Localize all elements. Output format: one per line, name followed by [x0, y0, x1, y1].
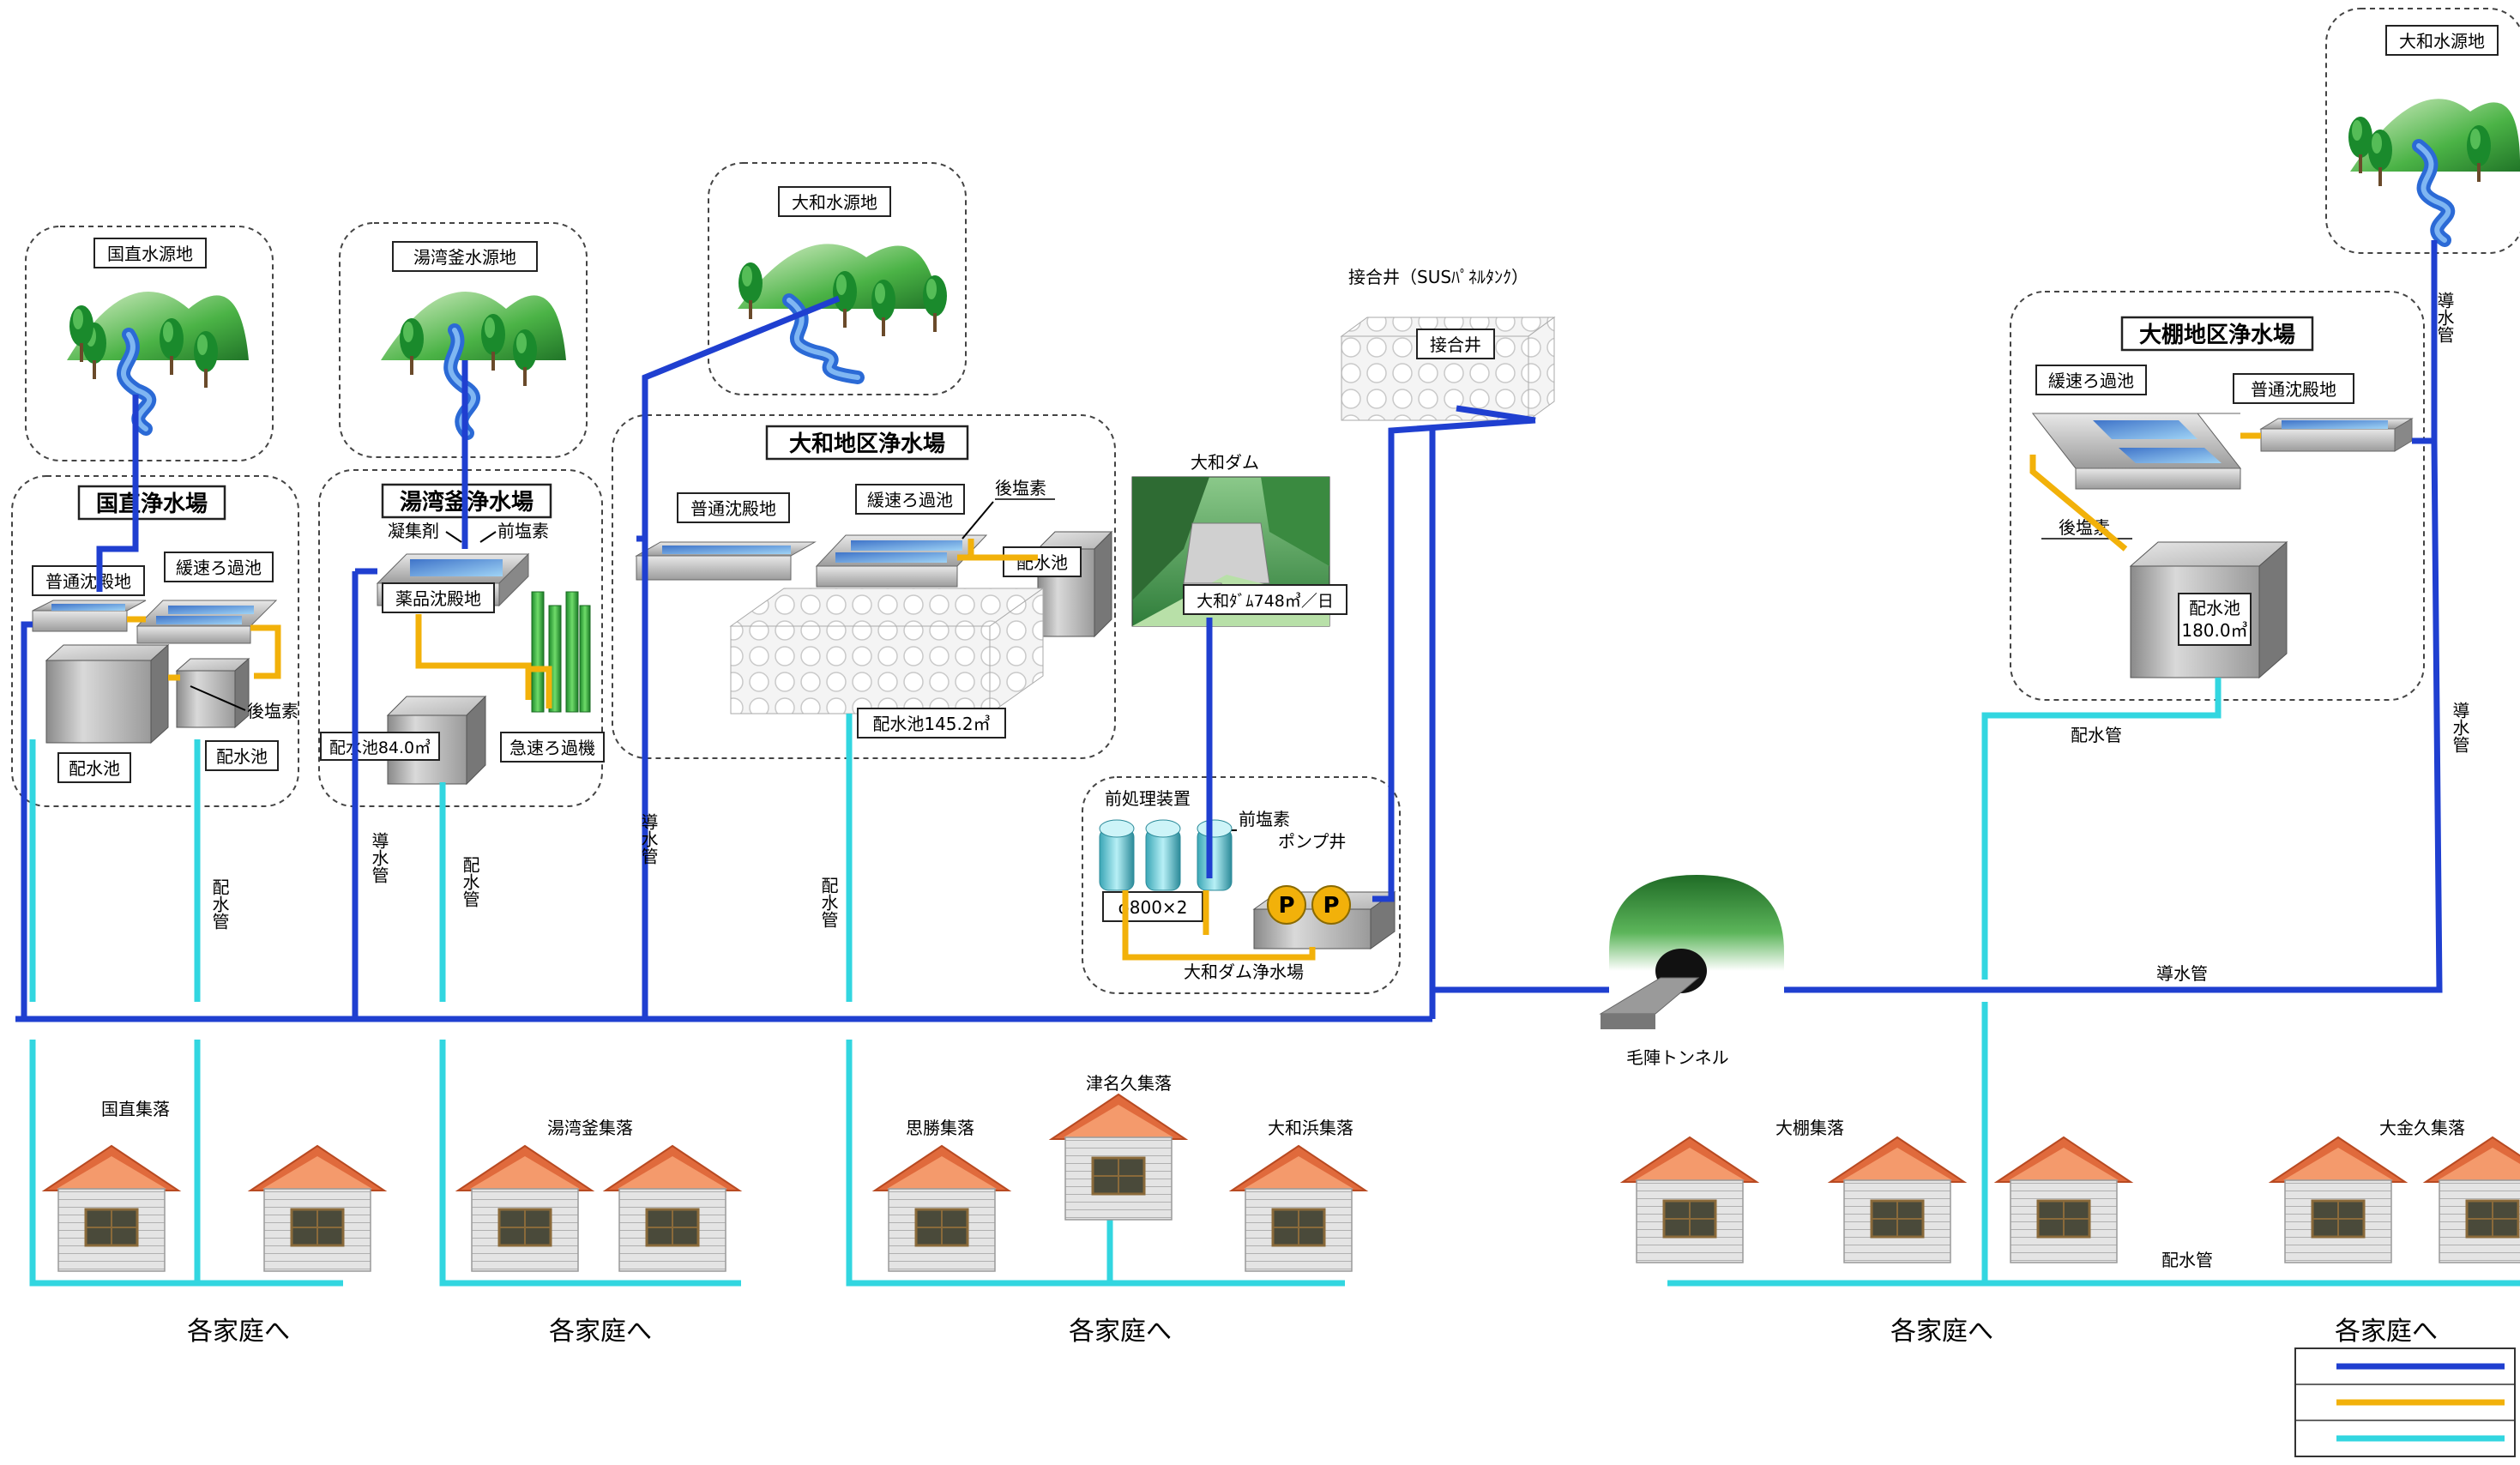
source-yamato-title: 大和水源地	[792, 192, 877, 213]
kunnao-reservoir-a: 配水池	[69, 758, 120, 779]
yamato-sed-basin: 普通沈殿地	[690, 498, 776, 519]
yuwanba-reservoir: 配水池84.0㎥	[329, 739, 431, 757]
plant-ohtana-title: 大棚地区浄水場	[2139, 323, 2295, 348]
yamato-tank-label: 配水池145.2㎥	[872, 714, 990, 734]
source-kunnao: 国直水源地	[25, 226, 274, 461]
kunnao-sed-basin-label: 普通沈殿地	[45, 571, 131, 592]
raw-label-yamato: 導水管	[638, 813, 659, 865]
village-yuwanba: 湯湾釜集落	[547, 1118, 633, 1138]
pipe-labels: 導水管 配水管 配水管 導水管 配水管 導水管 導水管 配水管 導水管 配水管	[209, 292, 2470, 1270]
plant-kunnao: 国直浄水場 普通沈殿地 緩速ろ過池 配水池 配水池 後塩素	[11, 475, 299, 807]
kunnao-slow-filter-label: 緩速ろ過池	[176, 558, 262, 578]
chem-pipes	[127, 432, 2261, 961]
village-ohtana: 大棚集落	[1775, 1118, 1844, 1138]
dist-label-kunnao: 配水管	[209, 878, 230, 930]
joint-well-caption: 接合井（SUSﾊﾟﾈﾙﾀﾝｸ）	[1348, 267, 1528, 287]
yuwanba-rapid-filter: 急速ろ過機	[509, 738, 595, 758]
plant-kunnao-title: 国直浄水場	[96, 491, 208, 517]
joint-well: 接合井（SUSﾊﾟﾈﾙﾀﾝｸ） 接合井	[1340, 267, 1556, 421]
dam-plant-pretreat: 前処理装置	[1105, 788, 1191, 809]
tunnel-label: 毛陣トンネル	[1626, 1047, 1729, 1068]
yuwanba-chem-sed: 薬品沈殿地	[395, 588, 481, 609]
source-yuwanba-title: 湯湾釜水源地	[413, 247, 516, 268]
source-kunnao-title: 国直水源地	[107, 244, 193, 264]
dam-title: 大和ダム	[1191, 452, 1259, 473]
village-kunnao: 国直集落	[101, 1099, 170, 1119]
dist-pipes	[29, 678, 2520, 1287]
village-yamatohama: 大和浜集落	[1268, 1118, 1353, 1138]
dam-plant-pipe-spec: φ800×2	[1118, 897, 1188, 918]
village-tsunaku: 津名久集落	[1086, 1073, 1172, 1094]
dist-label-yamato: 配水管	[818, 877, 839, 928]
to-homes-1: 各家庭へ	[187, 1317, 290, 1347]
kunnao-reservoir-b: 配水池	[216, 746, 268, 767]
villages: 国直集落 湯湾釜集落 思勝集落 津名久集落 大和浜集落 大棚集落 大金久集落	[43, 1073, 2520, 1273]
raw-label-ohtana-src: 導水管	[2434, 292, 2455, 343]
ohtana-slow-filter: 緩速ろ過池	[2048, 371, 2134, 391]
source-yamato: 大和水源地	[708, 162, 967, 395]
tunnel: 毛陣トンネル	[1599, 875, 1784, 1068]
pump-1-icon: P	[1278, 893, 1294, 919]
yamato-slow-filter: 緩速ろ過池	[867, 490, 953, 510]
raw-pipes	[15, 240, 2443, 1022]
source-ohtana: 大和水源地	[2325, 8, 2520, 254]
dist-label-bottom: 配水管	[2161, 1250, 2213, 1270]
yamato-post-chlorine: 後塩素	[995, 478, 1046, 498]
raw-label-yuwanba: 導水管	[369, 832, 389, 883]
ohtana-sed-basin: 普通沈殿地	[2251, 379, 2336, 400]
raw-label-ohtana-right: 導水管	[2450, 702, 2470, 753]
dam-plant: 前処理装置 前塩素 ポンプ井 φ800×2 P P 大和ダム浄水場	[1082, 776, 1401, 994]
joint-well-label: 接合井	[1430, 335, 1481, 355]
dam-plant-title: 大和ダム浄水場	[1184, 962, 1304, 982]
dist-label-ohtana: 配水管	[2071, 725, 2122, 745]
ohtana-reservoir-line2: 180.0㎥	[2181, 620, 2247, 641]
plant-yuwanba: 湯湾釜浄水場 凝集剤 前塩素 薬品沈殿地 配水池84.0㎥ 急速ろ過機	[318, 469, 605, 807]
dam-plant-pump-well: ポンプ井	[1278, 831, 1346, 852]
to-homes-5: 各家庭へ	[2335, 1317, 2438, 1347]
yuwanba-pre-chlorine: 前塩素	[497, 521, 549, 541]
dam-photo: 大和ダム 大和ﾀﾞﾑ748㎥／日	[1131, 452, 1347, 627]
to-homes-3: 各家庭へ	[1069, 1317, 1172, 1347]
village-shikachi: 思勝集落	[906, 1118, 974, 1138]
source-ohtana-title: 大和水源地	[2399, 31, 2485, 51]
dist-label-yuwanba: 配水管	[460, 856, 480, 907]
ohtana-reservoir-line1: 配水池	[2189, 598, 2240, 618]
to-homes-2: 各家庭へ	[549, 1317, 652, 1347]
to-homes-4: 各家庭へ	[1890, 1317, 1993, 1347]
raw-label-horizontal: 導水管	[2156, 963, 2208, 984]
dam-capacity: 大和ﾀﾞﾑ748㎥／日	[1197, 592, 1334, 611]
yuwanba-coagulant: 凝集剤	[388, 521, 439, 541]
dam-plant-pre-chlorine: 前塩素	[1239, 809, 1290, 829]
pump-2-icon: P	[1323, 893, 1339, 919]
plant-yamato-title: 大和地区浄水場	[789, 431, 945, 457]
legend	[2294, 1347, 2516, 1457]
kunnao-post-chlorine: 後塩素	[247, 701, 298, 721]
plant-ohtana: 大棚地区浄水場 緩速ろ過池 普通沈殿地 後塩素 配水池 180.0㎥	[2010, 291, 2425, 701]
to-homes-labels: 各家庭へ 各家庭へ 各家庭へ 各家庭へ 各家庭へ	[187, 1317, 2438, 1347]
village-ohganeku: 大金久集落	[2379, 1118, 2465, 1138]
plant-yamato: 大和地区浄水場 普通沈殿地 緩速ろ過池 後塩素 配水池 配水池145.2㎥	[612, 414, 1116, 759]
